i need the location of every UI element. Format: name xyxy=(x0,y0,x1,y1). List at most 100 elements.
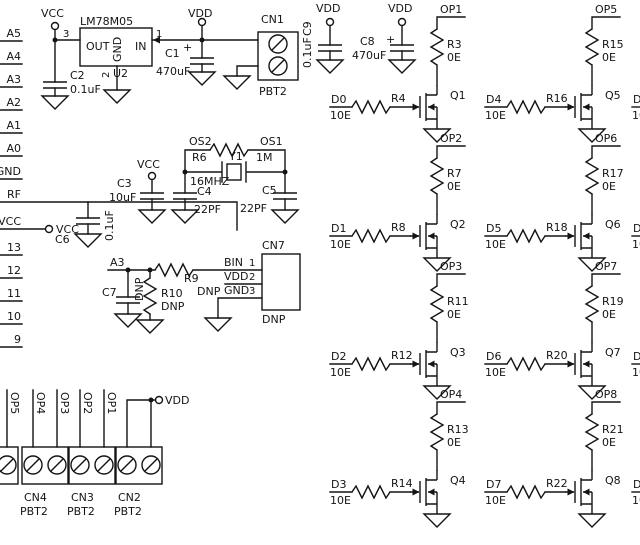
ground-symbol xyxy=(204,317,232,332)
regulator-pin-gnd: GND xyxy=(111,37,124,62)
resistor-value: 10E xyxy=(485,494,506,507)
capacitor-c6: C6 0.1uF xyxy=(55,201,116,248)
resistor-ref: R17 xyxy=(602,167,624,180)
net-label-op1: OP1 xyxy=(105,392,118,414)
net-label-a3: A3 xyxy=(110,256,125,269)
resistor-value: 0E xyxy=(602,180,616,193)
transistor-ref: Q1 xyxy=(450,89,466,102)
transistor-ref: Q6 xyxy=(605,218,621,231)
pin-number-1: 1 xyxy=(156,29,162,40)
net-label-a1: A1 xyxy=(6,119,21,132)
connector-ref: CN4 xyxy=(24,491,47,504)
driver-op4: OP4 R13 0E Q4 D3 10E R14 xyxy=(329,388,469,528)
resistor-value: 0E xyxy=(602,308,616,321)
net-label-a5: A5 xyxy=(6,27,21,40)
resistor-ref: R6 xyxy=(192,151,207,164)
net-label-a2: A2 xyxy=(6,96,21,109)
vcc-net-label: VCC xyxy=(56,223,79,236)
transistor-ref: Q4 xyxy=(450,474,466,487)
connector-body-cn3 xyxy=(68,446,116,485)
resistor-symbol xyxy=(430,413,444,451)
capacitor-ref: C1 xyxy=(165,47,180,60)
transistor-ref: Q2 xyxy=(450,218,466,231)
net-label-out: OP7 xyxy=(595,260,617,273)
resistor-symbol xyxy=(351,229,391,243)
capacitor-ref: C2 xyxy=(70,69,85,82)
resistor-value: 1M xyxy=(256,151,273,164)
resistor-value: 0E xyxy=(447,180,461,193)
connector-body xyxy=(257,31,299,81)
capacitor-symbol xyxy=(75,217,101,225)
connector-body xyxy=(261,253,301,311)
resistor-ref: R18 xyxy=(546,221,568,234)
pin-number-2: 2 xyxy=(101,72,112,78)
screw-terminal xyxy=(117,455,137,475)
pin-number-3: 3 xyxy=(63,29,69,40)
nmos-transistor-symbol xyxy=(564,469,593,515)
resistor-value: 0E xyxy=(447,51,461,64)
capacitor-value: 22PF xyxy=(240,202,267,215)
capacitor-ref: C8 xyxy=(360,35,375,48)
net-label-in: D2 xyxy=(331,350,346,363)
driver-op7: OP7 R19 0E Q7 D6 10E R20 xyxy=(484,260,624,400)
net-label-out: OP3 xyxy=(440,260,462,273)
junction-dot xyxy=(181,168,189,176)
connector-value: PBT2 xyxy=(67,505,95,518)
capacitor-value: 10uF xyxy=(109,191,136,204)
oscillator-section: VCC C3 10uF OS2 OS1 R6 1M Y1 16MHZ C4 22… xyxy=(109,135,299,224)
capacitor-ref: C9 xyxy=(301,21,314,36)
left-net-rail: A5 A4 A3 A2 A1 A0 GND RF VCC 13 12 11 10… xyxy=(0,27,238,348)
driver-op6: OP6 R17 0E Q6 D5 10E R18 xyxy=(484,132,624,272)
net-label-10: 10 xyxy=(7,310,21,323)
nmos-transistor-symbol xyxy=(409,84,438,130)
crystal-value: 16MHZ xyxy=(190,175,230,188)
resistor-ref: R13 xyxy=(447,423,469,436)
connector-body-cn4 xyxy=(21,446,69,485)
wires xyxy=(484,273,621,365)
capacitor-value: 470uF xyxy=(156,65,190,78)
screw-terminal xyxy=(70,455,90,475)
crystal-ref: Y1 xyxy=(228,150,243,163)
pin-name-gnd: GND xyxy=(224,284,249,297)
wires xyxy=(484,401,621,493)
wires xyxy=(484,16,621,108)
resistor-value: 10E xyxy=(485,109,506,122)
transistor-ref: Q7 xyxy=(605,346,621,359)
resistor-symbol xyxy=(585,28,599,66)
resistor-ref: R9 xyxy=(184,272,199,285)
screw-terminal xyxy=(141,455,161,475)
net-label-in: D5 xyxy=(486,222,501,235)
wires xyxy=(484,145,621,237)
connector-ref: CN7 xyxy=(262,239,285,252)
edge-label-row: D 10 xyxy=(631,93,640,122)
capacitor-ref: C5 xyxy=(262,184,277,197)
wires xyxy=(329,145,466,237)
resistor-value: 0E xyxy=(602,51,616,64)
capacitor-c9: VDD C9 0.1uF xyxy=(301,2,344,74)
connector-ref: CN2 xyxy=(118,491,141,504)
capacitor-ref: C3 xyxy=(117,177,132,190)
capacitor-symbol xyxy=(139,192,165,200)
ground-symbol xyxy=(271,209,299,224)
vcc-pin-circle xyxy=(50,21,60,31)
resistor-value: 0E xyxy=(447,308,461,321)
connector-body-cn2 xyxy=(115,446,163,485)
net-label-12: 12 xyxy=(7,264,21,277)
resistor-symbol xyxy=(351,485,391,499)
resistor-ref: R7 xyxy=(447,167,462,180)
net-label-op4: OP4 xyxy=(34,392,47,414)
net-label-out: OP6 xyxy=(595,132,617,145)
polarity-plus: + xyxy=(386,33,395,46)
net-label-partial: D xyxy=(633,222,640,235)
ground-symbol xyxy=(74,233,102,248)
resistor-ref: R3 xyxy=(447,38,462,51)
vdd-pin-circle xyxy=(397,17,407,27)
resistor-ref: R4 xyxy=(391,92,406,105)
wires xyxy=(329,401,466,493)
resistor-ref: R16 xyxy=(546,92,568,105)
ground-symbol xyxy=(136,319,164,334)
nmos-transistor-symbol xyxy=(564,84,593,130)
resistor-symbol xyxy=(506,485,546,499)
resistor-symbol xyxy=(351,100,391,114)
